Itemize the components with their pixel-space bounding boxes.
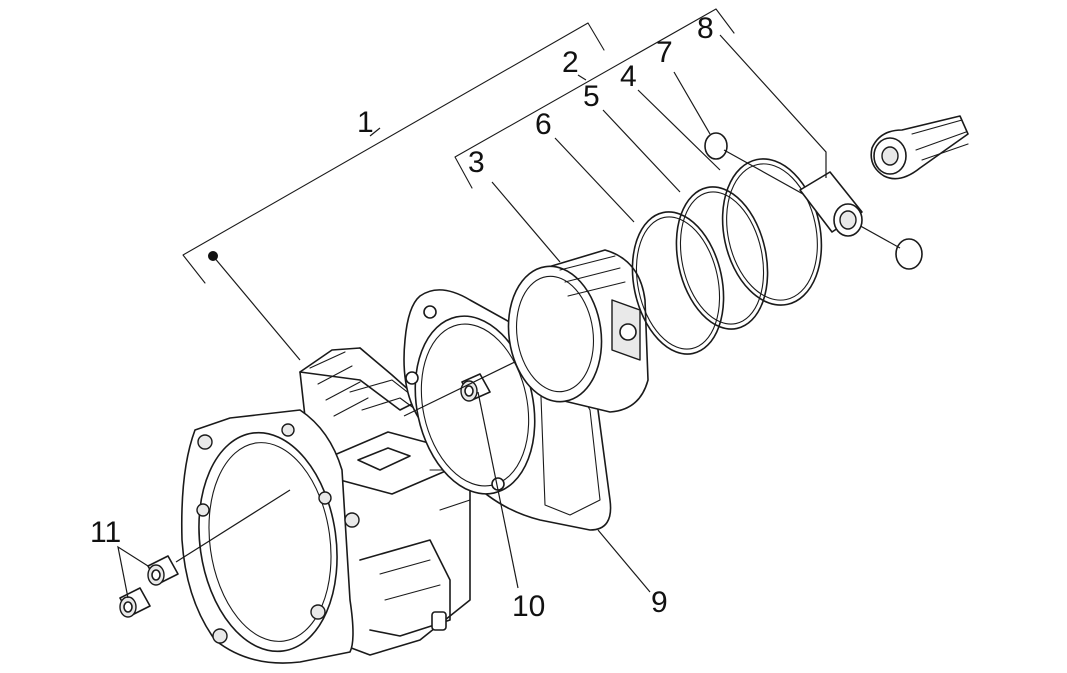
callout-4: 4 — [620, 60, 637, 93]
callout-11: 11 — [90, 516, 121, 549]
callout-6: 6 — [535, 108, 552, 141]
leader-5 — [602, 109, 681, 193]
piston-ring-second — [675, 186, 769, 330]
leader-11 — [117, 545, 149, 599]
callout-1: 1 — [357, 106, 374, 139]
callout-10: 10 — [512, 590, 545, 623]
axis-line-11 — [175, 489, 291, 563]
centering-dowel — [460, 373, 491, 402]
bushing-lower — [119, 587, 151, 618]
leader-1 — [212, 255, 301, 361]
callout-3: 3 — [468, 146, 485, 179]
callout-5: 5 — [583, 80, 600, 113]
leader-3 — [491, 181, 561, 263]
piston-pin — [799, 171, 863, 237]
callout-8: 8 — [697, 12, 714, 45]
oil-scraper-ring — [631, 211, 725, 355]
bushing-pair — [119, 555, 179, 618]
leader-9 — [597, 529, 651, 593]
bushing-upper — [147, 555, 179, 586]
assembly-dot — [208, 251, 218, 261]
leader-6 — [554, 137, 635, 223]
circlip-lower — [895, 238, 923, 270]
bracket-2 — [454, 8, 735, 189]
cylinder-block — [180, 347, 471, 664]
leader-8 — [719, 34, 827, 178]
piston — [507, 249, 649, 413]
piston-ring-top — [721, 158, 823, 306]
leader-7 — [673, 71, 711, 135]
connecting-rod — [870, 115, 969, 180]
circlip-upper — [704, 132, 728, 160]
callout-9: 9 — [651, 586, 668, 619]
leader-4 — [637, 89, 721, 171]
bracket-1 — [182, 22, 605, 284]
callout-7: 7 — [656, 36, 673, 69]
leader-10 — [477, 391, 519, 589]
callout-2: 2 — [562, 46, 579, 79]
